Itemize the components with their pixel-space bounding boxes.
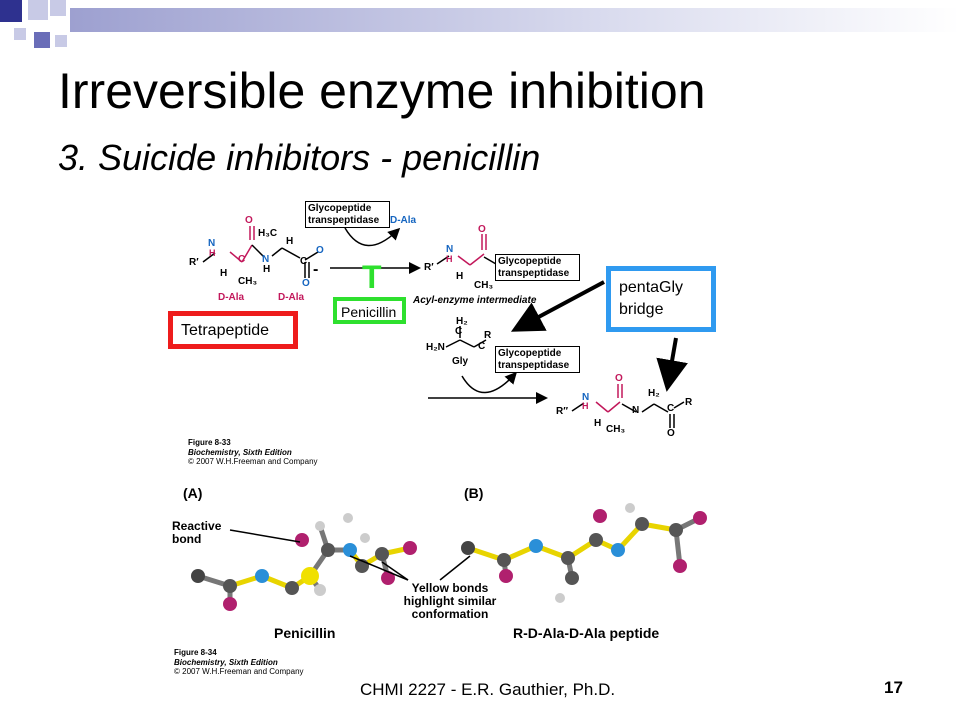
header-decoration bbox=[0, 0, 960, 60]
page-title: Irreversible enzyme inhibition bbox=[58, 63, 706, 119]
h-atom-label-4: H bbox=[263, 264, 271, 275]
figure-834-caption: Figure 8-34 Biochemistry, Sixth Edition … bbox=[174, 648, 304, 677]
gly-h2-label: H₂ bbox=[456, 316, 468, 327]
r-prime-label-2: R′ bbox=[424, 262, 434, 273]
figure-833-caption: Figure 8-33 Biochemistry, Sixth Edition … bbox=[188, 438, 318, 467]
peptide-model-label: R-D-Ala-D-Ala peptide bbox=[513, 625, 660, 641]
h-atom-label-2: H bbox=[220, 268, 228, 279]
panel-b-label: (B) bbox=[464, 485, 484, 501]
yellow-bonds-label: Yellow bonds highlight similar conformat… bbox=[403, 581, 497, 622]
prod-n-label-2: N bbox=[632, 405, 640, 416]
h-atom-label: H bbox=[209, 248, 216, 258]
gly-h2n-label: H₂N bbox=[426, 342, 445, 353]
enzyme-label-gly: Glycopeptide transpeptidase bbox=[495, 346, 580, 373]
figure-834-book: Biochemistry, Sixth Edition bbox=[174, 657, 278, 667]
n-atom-label-2: N bbox=[262, 254, 270, 265]
prod-ch3-label: CH₃ bbox=[606, 424, 626, 435]
prod-h-label-2: H bbox=[594, 418, 602, 429]
gly-c-label: C bbox=[455, 326, 463, 337]
o-atom-label: O bbox=[245, 215, 253, 226]
header-squares-graphic bbox=[0, 0, 960, 48]
prod-c-label: C bbox=[667, 403, 675, 414]
reactive-bond-label: Reactive bond bbox=[172, 519, 222, 547]
r-prime-label: R′ bbox=[189, 257, 199, 268]
prod-o-label-2: O bbox=[667, 428, 675, 439]
figure-834-number: Figure 8-34 bbox=[174, 648, 217, 657]
gly-label: Gly bbox=[452, 356, 469, 367]
h3c-label: H₃C bbox=[258, 228, 278, 239]
o-atom-label-3: O bbox=[302, 278, 310, 289]
panel-a-label: (A) bbox=[183, 485, 203, 501]
minus-charge: - bbox=[313, 261, 319, 278]
released-dala-label: D-Ala bbox=[390, 215, 417, 226]
o-atom-label-2: O bbox=[316, 245, 324, 256]
acyl-h-label-2: H bbox=[456, 271, 464, 282]
n-atom-label: N bbox=[208, 238, 216, 249]
tetrapeptide-callout: Tetrapeptide bbox=[168, 311, 298, 349]
figure-833-book: Biochemistry, Sixth Edition bbox=[188, 447, 292, 457]
enzyme-label-top: Glycopeptide transpeptidase bbox=[305, 201, 390, 228]
penicillin-model-label: Penicillin bbox=[274, 625, 336, 641]
page-subtitle: 3. Suicide inhibitors - penicillin bbox=[58, 137, 541, 178]
figure-833-number: Figure 8-33 bbox=[188, 438, 231, 447]
pentagly-bridge-callout: pentaGly bridge bbox=[606, 266, 716, 332]
acyl-n-label: N bbox=[446, 244, 454, 255]
molecular-models-drawing bbox=[191, 503, 707, 611]
inhibition-t-symbol: T bbox=[362, 259, 382, 295]
slide-footer: CHMI 2227 - E.R. Gauthier, Ph.D. bbox=[360, 680, 616, 699]
dala-label-1: D-Ala bbox=[218, 292, 245, 303]
slide-page-number: 17 bbox=[884, 678, 903, 697]
acyl-h-label: H bbox=[446, 254, 453, 264]
gly-r-label: R bbox=[484, 330, 492, 341]
h-atom-label-3: H bbox=[286, 236, 294, 247]
prod-n-label: N bbox=[582, 392, 590, 403]
r-double-prime-label: R″ bbox=[556, 406, 569, 417]
prod-r-label: R bbox=[685, 397, 693, 408]
prod-o-label: O bbox=[615, 373, 623, 384]
acyl-ch3-label: CH₃ bbox=[474, 280, 494, 291]
enzyme-label-acyl: Glycopeptide transpeptidase bbox=[495, 254, 580, 281]
penicillin-callout: Penicillin bbox=[333, 297, 406, 324]
acyl-intermediate-label: Acyl-enzyme intermediate bbox=[413, 295, 537, 306]
figure-834-copyright: © 2007 W.H.Freeman and Company bbox=[174, 667, 304, 677]
dala-label-2: D-Ala bbox=[278, 292, 305, 303]
c-atom-label: C bbox=[238, 254, 246, 265]
c-atom-label-2: C bbox=[300, 256, 308, 267]
acyl-o-label: O bbox=[478, 224, 486, 235]
gly-c-label-2: C bbox=[478, 341, 486, 352]
ch3-label: CH₃ bbox=[238, 276, 258, 287]
figure-833-copyright: © 2007 W.H.Freeman and Company bbox=[188, 457, 318, 467]
prod-h2-label: H₂ bbox=[648, 388, 660, 399]
prod-h-label: H bbox=[582, 401, 589, 411]
